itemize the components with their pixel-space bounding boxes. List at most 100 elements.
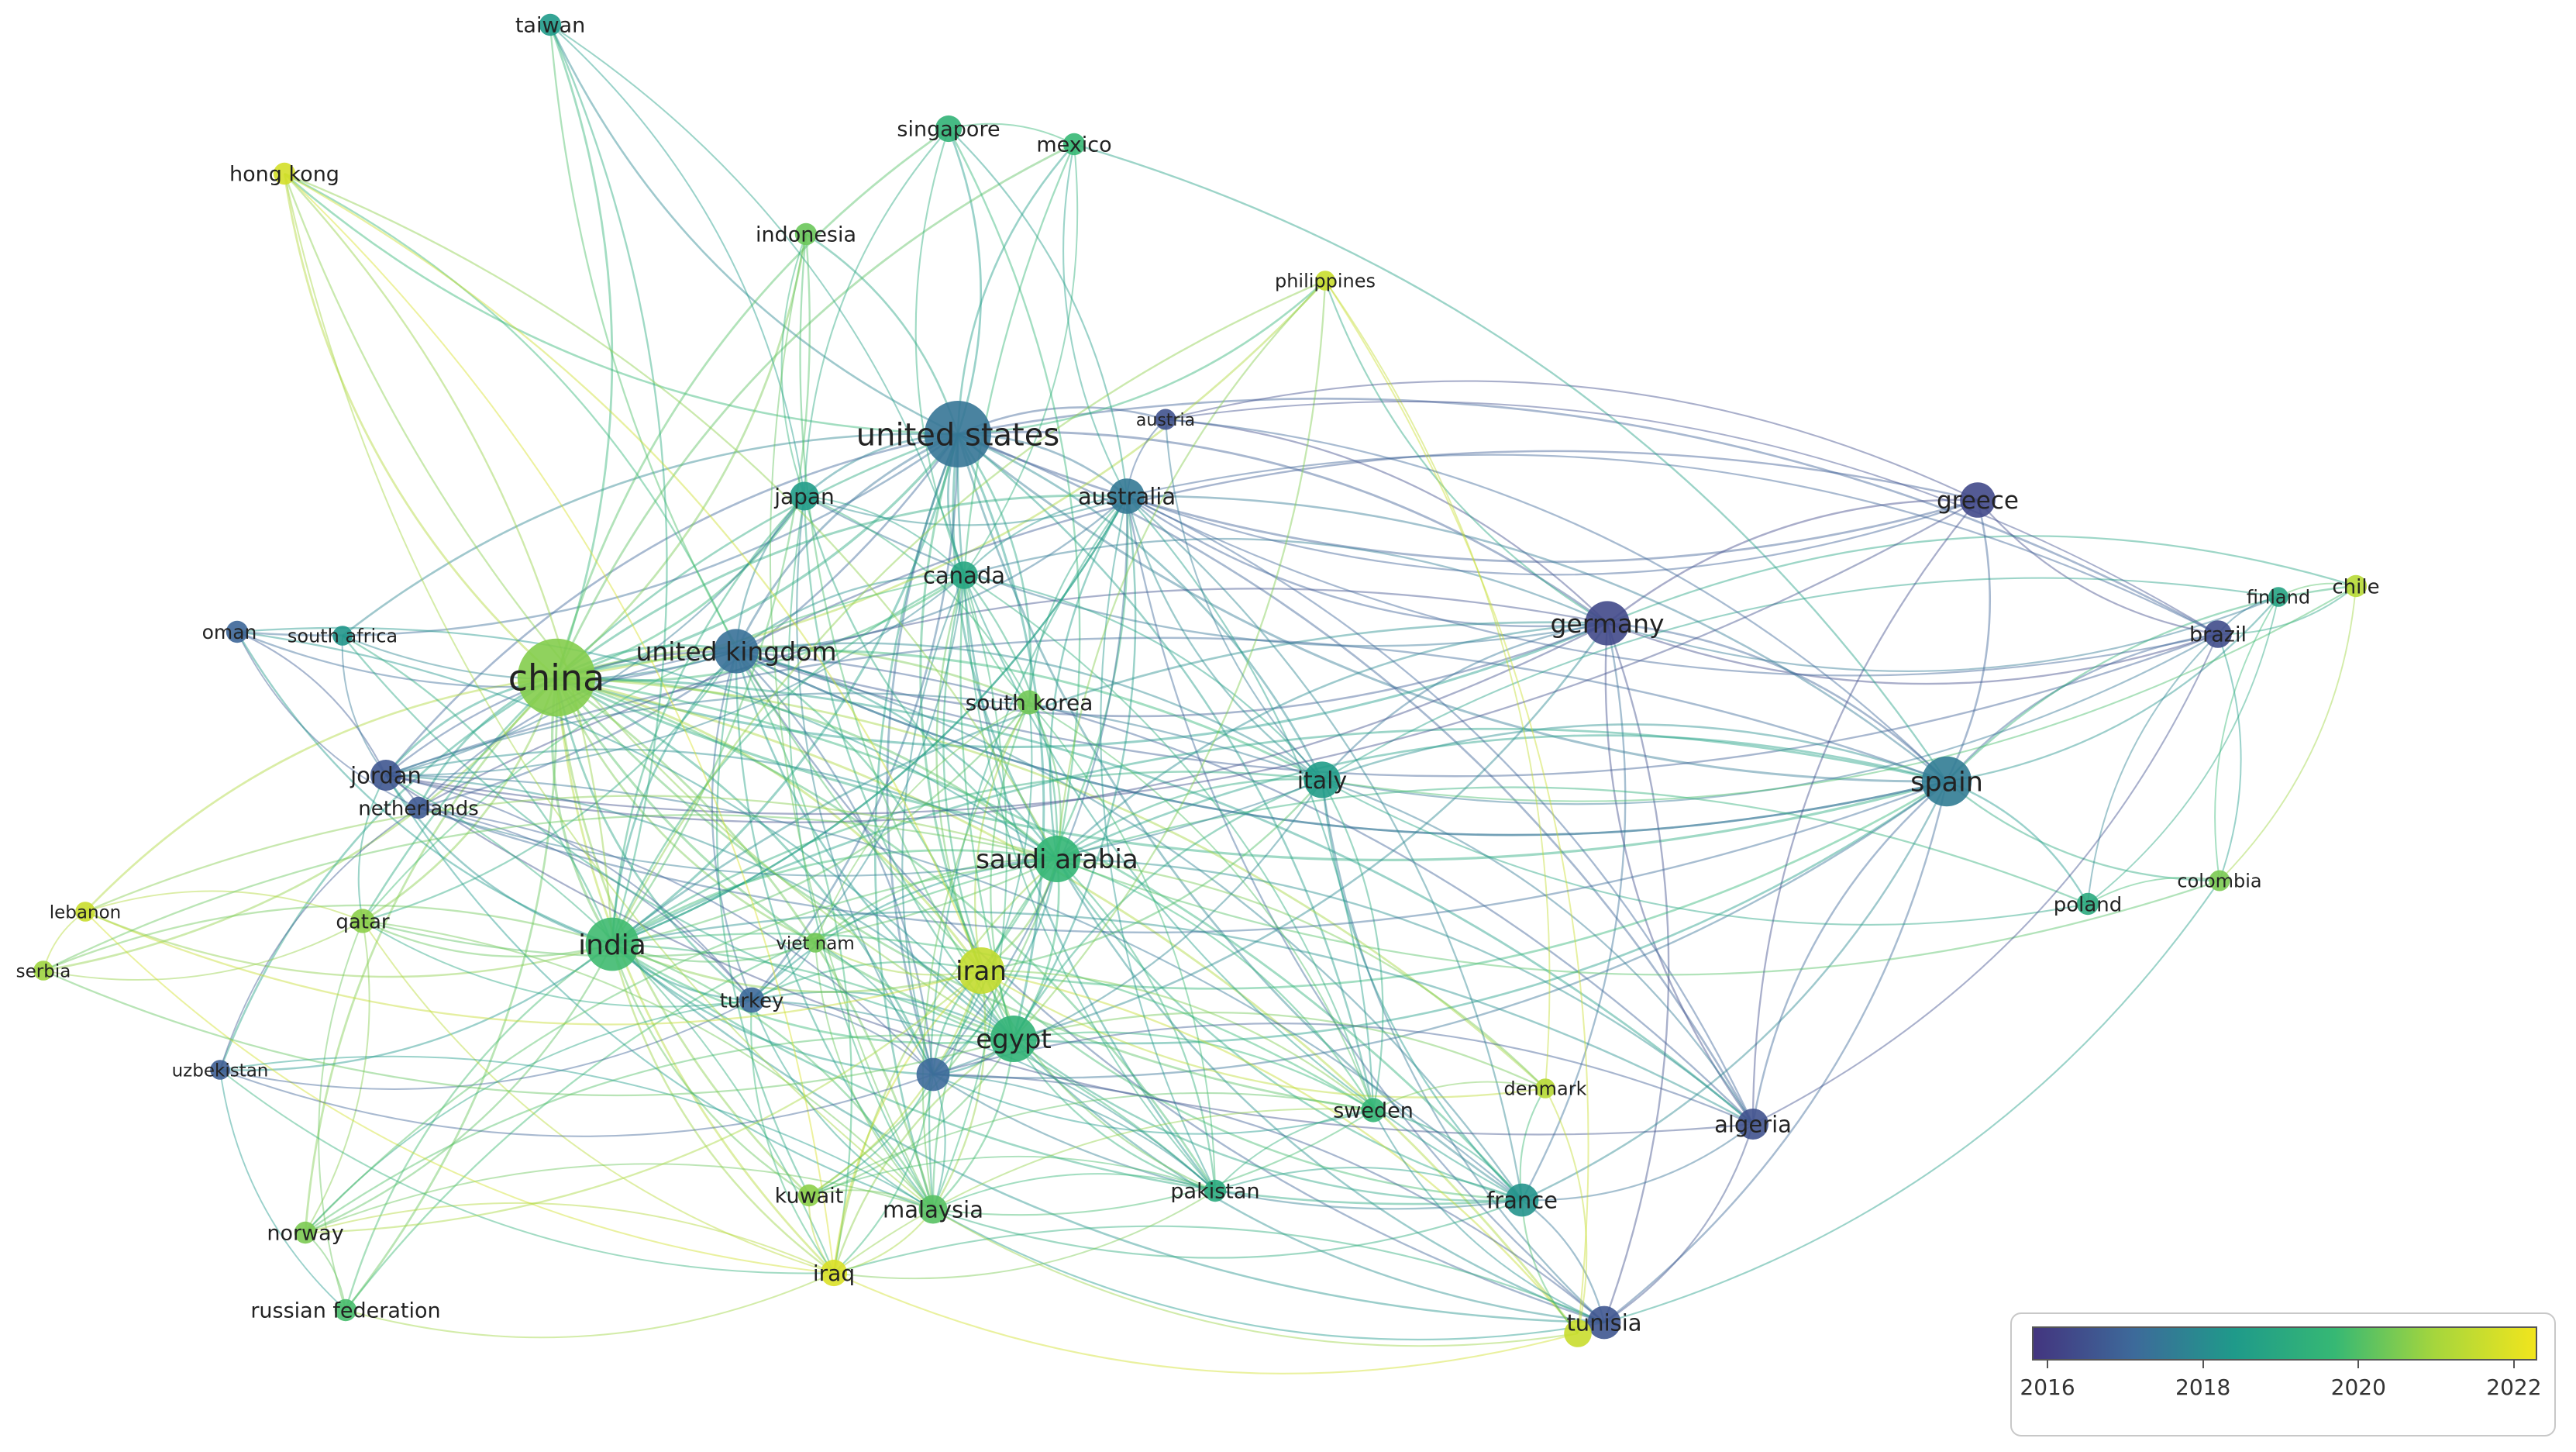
node-china[interactable] [517, 638, 596, 717]
node-philippines[interactable] [1315, 271, 1335, 291]
node-unnamed[interactable] [916, 1057, 950, 1092]
link-jordan-qatar [357, 774, 387, 922]
node-finland[interactable] [2268, 587, 2288, 607]
link-malaysia-sweden [932, 1109, 1374, 1216]
link-serbia-egypt [43, 969, 1014, 1097]
node-denmark[interactable] [1535, 1078, 1555, 1098]
node-hong-kong[interactable] [273, 162, 296, 185]
node-united-states[interactable] [925, 401, 991, 467]
node-south-korea[interactable] [1017, 690, 1042, 715]
link-japan-jordan [385, 495, 805, 777]
node-poland[interactable] [2076, 892, 2099, 916]
node-iran[interactable] [958, 947, 1004, 994]
legend-tick-mark [2047, 1361, 2049, 1368]
node-iraq[interactable] [820, 1259, 848, 1287]
link-united-kingdom-australia [735, 495, 1128, 653]
link-australia-canada [963, 495, 1128, 576]
link-saudi-arabia-poland [1056, 786, 2089, 905]
link-saudi-arabia-algeria [1056, 857, 1754, 1125]
node-south-africa[interactable] [332, 626, 353, 646]
node-pakistan[interactable] [1204, 1179, 1227, 1202]
node-jordan[interactable] [370, 760, 401, 791]
node-egypt[interactable] [990, 1016, 1037, 1062]
label-russian-federation: russian federation [250, 1299, 440, 1323]
link-spain-poland [1946, 780, 2089, 905]
node-spain[interactable] [1921, 756, 1972, 807]
link-iraq-unnamed [833, 1074, 935, 1274]
link-canada-jordan [385, 574, 965, 777]
node-netherlands[interactable] [407, 796, 430, 819]
node-kuwait[interactable] [797, 1184, 821, 1207]
link-united-states-unnamed [886, 433, 959, 1075]
node-japan[interactable] [790, 481, 819, 511]
label-kuwait: kuwait [775, 1185, 844, 1209]
node-russian-federation[interactable] [334, 1299, 357, 1322]
link-iraq-sweden [833, 1108, 1374, 1274]
link-united-kingdom-turkey [711, 650, 753, 1001]
link-saudi-arabia-russian-federation [345, 857, 1058, 1311]
link-colombia-finland [2214, 596, 2279, 881]
link-india-south-korea [611, 702, 1030, 946]
link-united-kingdom-algeria [735, 650, 1754, 1125]
node-norway[interactable] [294, 1221, 317, 1244]
label-singapore: singapore [897, 118, 1000, 142]
node-canada[interactable] [950, 561, 978, 589]
node-brazil[interactable] [2204, 620, 2232, 648]
node-italy[interactable] [1303, 761, 1341, 798]
link-united-states-south-africa [342, 433, 959, 637]
node-turkey[interactable] [739, 987, 765, 1013]
node-taiwan[interactable] [539, 13, 562, 36]
node-austria[interactable] [1155, 409, 1176, 430]
node-uzbekistan[interactable] [210, 1060, 230, 1080]
link-iran-turkey [751, 961, 982, 1002]
link-canada-pakistan [963, 574, 1216, 1192]
node-greece[interactable] [1960, 482, 1996, 518]
link-singapore-japan [803, 128, 949, 497]
node-serbia[interactable] [33, 961, 53, 981]
link-spain-unnamed [932, 780, 1947, 1079]
link-canada-south-korea [963, 574, 1030, 703]
node-saudi-arabia[interactable] [1034, 836, 1080, 882]
node-australia[interactable] [1109, 478, 1145, 514]
node-algeria[interactable] [1737, 1109, 1768, 1140]
legend-tick-mark [2357, 1361, 2360, 1368]
link-spain-finland [1946, 596, 2279, 783]
node-tunisia-2[interactable] [1564, 1319, 1592, 1347]
node-united-kingdom[interactable] [714, 629, 759, 674]
node-mexico[interactable] [1062, 133, 1086, 156]
link-south-korea-malaysia [921, 702, 1030, 1210]
link-india-canada [611, 574, 965, 945]
node-qatar[interactable] [350, 909, 375, 933]
node-malaysia[interactable] [918, 1195, 948, 1224]
node-tunisia[interactable] [1587, 1305, 1621, 1340]
link-canada-turkey [751, 574, 966, 1001]
link-qatar-iraq [362, 920, 835, 1274]
node-indonesia[interactable] [794, 222, 818, 246]
node-sweden[interactable] [1361, 1098, 1386, 1123]
link-egypt-tunisia [1013, 1038, 1605, 1324]
link-egypt-australia [1012, 495, 1137, 1040]
link-saudi-arabia-kuwait [808, 858, 1059, 1196]
link-australia-tunisia [1125, 495, 1605, 1323]
link-tunisia-2-denmark [1545, 1088, 1588, 1334]
link-uzbekistan-iraq [219, 1069, 835, 1274]
node-india[interactable] [585, 917, 639, 971]
node-viet-nam[interactable] [805, 933, 825, 953]
node-france[interactable] [1505, 1183, 1539, 1217]
node-lebanon[interactable] [75, 902, 95, 922]
link-united-kingdom-japan [735, 495, 805, 652]
link-germany-philippines [1324, 280, 1608, 624]
link-japan-unnamed [796, 495, 934, 1075]
link-taiwan-india [549, 24, 668, 945]
link-germany-greece [1607, 498, 1978, 624]
label-south-africa: south africa [288, 626, 398, 647]
link-mexico-spain [1073, 143, 1947, 782]
node-oman[interactable] [226, 620, 249, 643]
node-colombia[interactable] [2209, 870, 2230, 892]
link-india-russian-federation [344, 943, 613, 1311]
node-germany[interactable] [1585, 601, 1630, 646]
node-chile[interactable] [2344, 574, 2368, 598]
link-hong-kong-malaysia [284, 173, 934, 1210]
link-united-states-saudi-arabia [952, 433, 1059, 860]
node-singapore[interactable] [935, 115, 963, 143]
